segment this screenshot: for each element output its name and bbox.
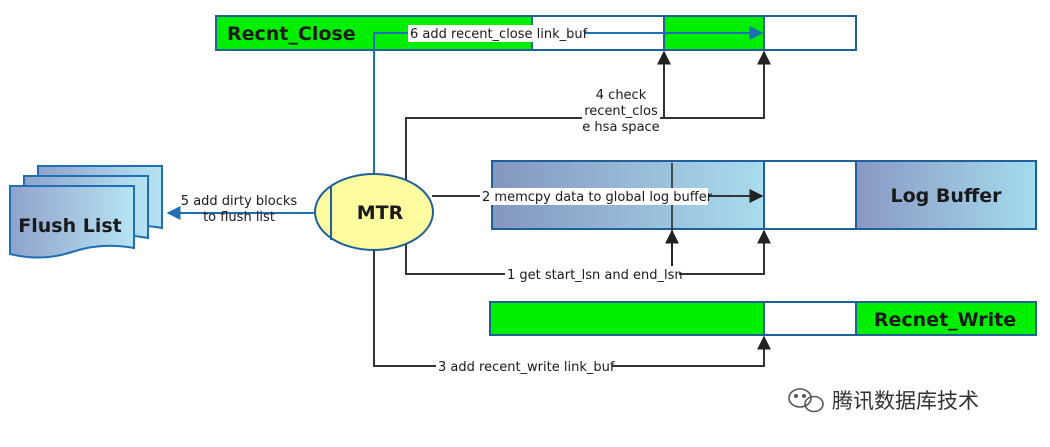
label-step-4-line1: 4 check	[596, 88, 647, 103]
log-buffer-title: Log Buffer	[890, 185, 1002, 207]
label-step-3: 3 add recent_write link_buf	[438, 360, 615, 375]
label-step-6: 6 add recent_close link_buf	[410, 27, 588, 42]
arrow-step-6	[373, 26, 764, 178]
mtr-node: MTR	[314, 173, 434, 251]
flush-list: Flush List	[9, 165, 163, 259]
watermark-text: 腾讯数据库技术	[832, 389, 979, 413]
flush-list-title: Flush List	[18, 215, 121, 237]
label-step-4-line2: recent_clos	[584, 104, 658, 119]
label-step-1: 1 get start_lsn and end_lsn	[507, 268, 683, 283]
recent-write-title: Recnet_Write	[874, 309, 1016, 331]
label-step-4-line3: e hsa space	[582, 120, 659, 135]
watermark: 腾讯数据库技术	[788, 388, 979, 413]
label-step-2: 2 memcpy data to global log buffer	[482, 190, 713, 205]
wechat-icon	[788, 388, 824, 413]
label-step-5-line2: to flush list	[203, 210, 275, 225]
recent-write-buffer: Recnet_Write	[489, 301, 1037, 336]
mtr-title: MTR	[357, 202, 404, 224]
recent-close-title: Recnt_Close	[227, 23, 356, 45]
label-step-5-line1: 5 add dirty blocks	[181, 194, 298, 209]
